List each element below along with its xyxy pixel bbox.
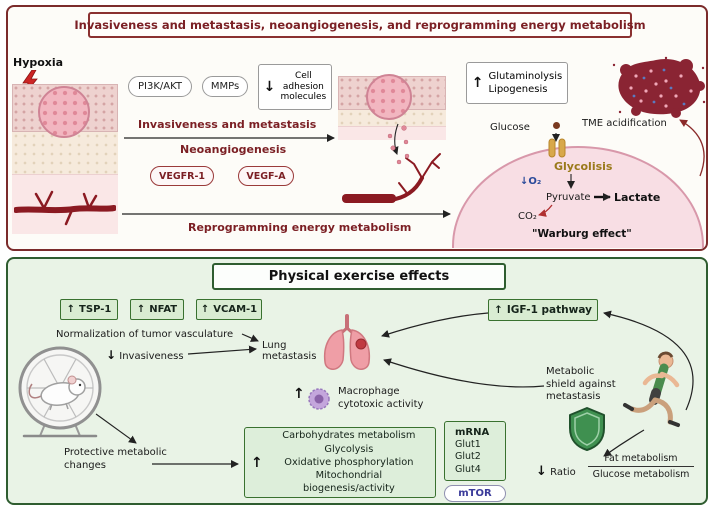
vegf-a-oval: VEGF-A [238,166,294,186]
tissue-stroma-layer [12,132,118,174]
mtor-oval: mTOR [444,485,506,502]
down-arrow-icon: ↓ [106,348,117,362]
invasiveness-label: ↓ Invasiveness [106,348,184,362]
warburg-effect-label: "Warburg effect" [532,228,632,240]
lungs-icon [323,314,371,370]
cell-adhesion-box: ↓ Cell adhesion molecules [258,64,332,110]
tissue-section-invading-tumor [338,74,446,140]
fat-metabolism-label: Fat metabolism [588,453,694,467]
tsp1-box: ↑ TSP-1 [60,299,118,320]
top-title-text: Invasiveness and metastasis, neoangiogen… [74,18,646,32]
macrophage-up-arrow: ↑ [293,386,305,402]
top-panel-title: Invasiveness and metastasis, neoangiogen… [74,12,646,38]
nfat-box: ↑ NFAT [130,299,184,320]
ratio-fraction: Fat metabolism Glucose metabolism [588,453,694,480]
metabolism-box: ↑ Carbohydrates metabolism Glycolysis Ox… [244,427,436,498]
lipogenesis-label: Lipogenesis [488,84,548,95]
sprouting-vessel-tree [388,153,441,202]
blood-vessel-icon [14,190,116,226]
runner-illustration [623,351,680,427]
pi3k-akt-pill: PI3K/AKT [128,76,192,97]
metabolic-shield-label: Metabolic shield against metastasis [546,366,616,402]
glut-item: Glut4 [455,463,481,475]
vcam1-box: ↑ VCAM-1 [196,299,262,320]
primary-tumor [38,86,90,138]
metabolism-line: Oxidative phosphorylation [284,456,414,468]
protective-changes-label: Protective metabolic changes [64,447,167,471]
mrna-box: mRNA Glut1 Glut2 Glut4 [444,421,506,481]
invasiveness-metastasis-label: Invasiveness and metastasis [138,118,317,131]
hypoxia-label: Hypoxia [13,56,64,69]
up-arrow-icon: ↑ [251,454,263,471]
tissue2-deep-layer [338,126,446,140]
up-arrow-icon: ↑ [200,304,210,315]
pyruvate-label: Pyruvate [546,192,591,203]
metabolism-line: Mitochondrial biogenesis/activity [302,470,395,495]
invading-tumor [366,74,412,120]
lung-metastasis-label: Lung metastasis [262,340,317,362]
glut-item: Glut2 [455,451,481,463]
glutaminolysis-box: ↑ Glutaminolysis Lipogenesis [466,62,568,104]
metabolism-line: Glycolysis [324,443,374,455]
mouse-wheel-illustration [18,346,102,438]
cell-adhesion-label: Cell adhesion molecules [280,71,327,103]
glucose-label: Glucose [490,122,530,133]
ratio-label: ↓ Ratio [536,464,576,479]
vegfr1-oval: VEGFR-1 [150,166,214,186]
mrna-title: mRNA [455,427,490,438]
shield-icon [569,407,605,451]
co2-label: CO₂ [518,211,537,222]
tme-acidification-label: TME acidification [582,118,667,129]
glut-item: Glut1 [455,439,481,450]
mmps-pill: MMPs [202,76,248,97]
normalization-label: Normalization of tumor vasculature [56,329,234,340]
up-arrow-icon: ↑ [471,75,484,91]
up-arrow-icon: ↑ [66,304,76,315]
macrophage-icon [308,388,330,410]
metabolism-line: Carbohydrates metabolism [282,430,416,442]
o2-label: ↓O₂ [520,176,542,187]
down-arrow-icon: ↓ [263,79,276,95]
glucose-transporter-icon [548,138,566,158]
glucose-molecule-icon [553,122,560,129]
glutaminolysis-label: Glutaminolysis [488,71,563,82]
up-arrow-icon: ↑ [136,304,146,315]
tissue-section-hypoxic-tumor [12,84,118,234]
neoangiogenesis-label: Neoangiogenesis [180,143,287,156]
tme-blob-icon [612,56,706,118]
o2-down-arrow: ↓ [520,176,529,187]
lactate-label: Lactate [614,191,661,204]
macrophage-label: Macrophage cytotoxic activity [338,386,424,410]
glucose-metabolism-label: Glucose metabolism [592,469,690,480]
igf1-pathway-box: ↑ IGF-1 pathway [488,299,598,321]
down-arrow-icon: ↓ [536,464,547,479]
vessel-bar [342,194,396,203]
reprogramming-label: Reprogramming energy metabolism [188,221,412,234]
bottom-panel-title: Physical exercise effects [212,263,506,290]
up-arrow-icon: ↑ [494,304,503,316]
glycolysis-label: Glycolisis [554,160,613,173]
